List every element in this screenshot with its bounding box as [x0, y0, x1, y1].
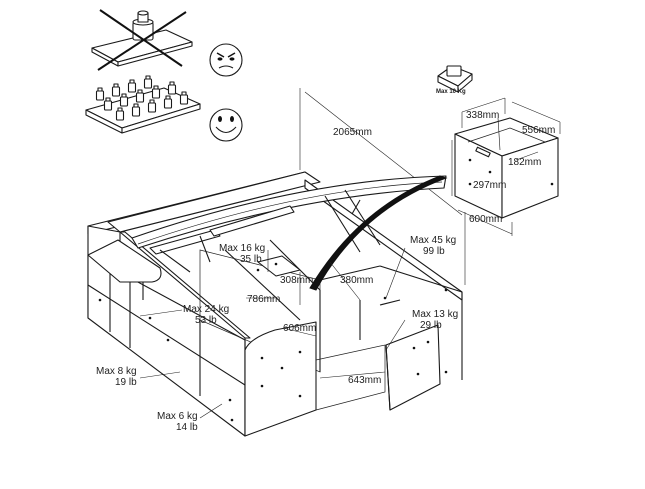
jar-icon — [135, 89, 145, 103]
lower-left-load-kg: Max 8 kg — [96, 366, 137, 377]
lower-left-load-lb: 19 lb — [115, 377, 137, 388]
jar-icon — [95, 87, 105, 101]
drawer-width-dim: 338mm — [466, 110, 499, 121]
drawer-depth-dim: 556mm — [522, 125, 555, 136]
cabinet-depth-dim: 643mm — [348, 375, 381, 386]
compartment-height-dim: 308mm — [280, 275, 313, 286]
jar-icon — [151, 85, 161, 99]
bed-right-load-lb: 99 lb — [423, 246, 445, 257]
drawer-height-dim: 297mm — [473, 180, 506, 191]
drawer-max-weight-label: Max 10 Kg — [436, 89, 466, 95]
drawer-dimension-lines — [451, 97, 561, 236]
jar-icon — [179, 91, 189, 105]
drawer-weight-icon: Max 10 Kg — [436, 65, 473, 95]
drawer-inner-dim: 182mm — [508, 157, 541, 168]
bed-right-load-kg: Max 45 kg — [410, 235, 456, 246]
jar-icon — [163, 95, 173, 109]
left-shelf-load-kg: Max 24 kg — [183, 304, 229, 315]
jar-icon — [103, 97, 113, 111]
compartment-depth-dim: 786mm — [247, 294, 280, 305]
jar-icon — [115, 107, 125, 121]
cabinet-width-dim: 606mm — [283, 323, 316, 334]
right-shelf-load-kg: Max 13 kg — [412, 309, 458, 320]
bed-center-load-lb: 35 lb — [240, 254, 262, 265]
frowning-face-icon — [209, 43, 243, 77]
lift-slat-frame — [131, 175, 448, 291]
compartment-width-dim: 380mm — [340, 275, 373, 286]
jar-icon — [143, 75, 153, 89]
bed-length-dim: 2065mm — [333, 127, 372, 138]
bottom-left-load-kg: Max 6 kg — [157, 411, 198, 422]
bed-center-load-kg: Max 16 kg — [219, 243, 265, 254]
right-shelf-load-lb: 29 lb — [420, 320, 442, 331]
jar-icon — [119, 93, 129, 107]
distributed-load-illustration — [85, 75, 201, 134]
drawer-unit — [454, 117, 559, 219]
smiling-face-icon — [209, 108, 243, 142]
jar-icon — [127, 79, 137, 93]
left-shelf-load-lb: 53 lb — [195, 315, 217, 326]
drawer-front-dim: 600mm — [469, 214, 502, 225]
bed-frame — [87, 88, 466, 437]
wrong-load-illustration — [91, 9, 193, 71]
jar-icon — [111, 83, 121, 97]
bottom-left-load-lb: 14 lb — [176, 422, 198, 433]
jar-icon — [131, 103, 141, 117]
jar-icon — [167, 81, 177, 95]
jar-icon — [147, 99, 157, 113]
leader-lines — [139, 247, 406, 419]
